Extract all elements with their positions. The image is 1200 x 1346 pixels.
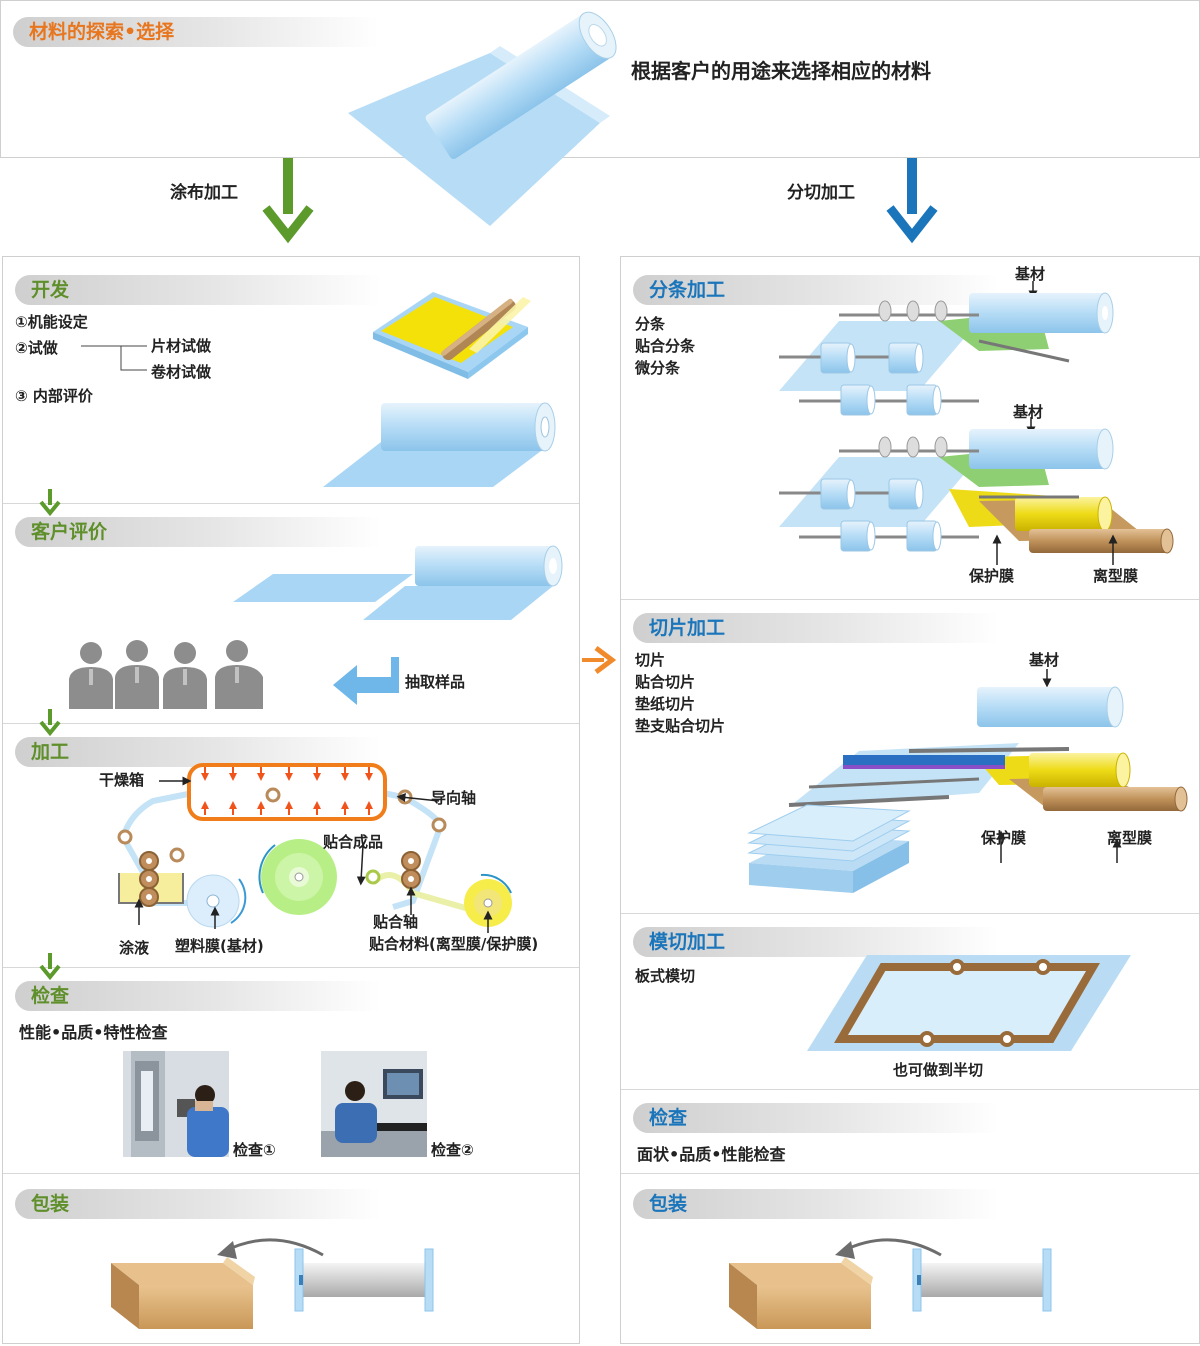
dev-item-function-setting: ①机能设定 (15, 313, 88, 331)
slitting-machine-illustration-1 (779, 281, 1114, 416)
sample-extraction-label: 抽取样品 (405, 673, 466, 691)
coating-liquid-label: 涂液 (119, 939, 150, 957)
slitting-items: 分条 贴合分条 微分条 (635, 313, 695, 379)
small-green-arrow-icon (39, 953, 61, 981)
sheet-item: 垫支贴合切片 (635, 717, 726, 735)
inspection-header: 检查 (15, 981, 381, 1011)
slitting-item: 微分条 (635, 359, 681, 377)
processing-header: 加工 (15, 737, 381, 767)
slitting-panel: 分条加工 分条 贴合分条 微分条 基材 基材 (620, 256, 1200, 1344)
sheet-section-divider (621, 599, 1199, 600)
sample-extraction-arrow-icon (333, 657, 399, 705)
sheet-release-film-label: 离型膜 (1107, 829, 1153, 847)
right-inspection-header: 检查 (633, 1103, 999, 1133)
customer-section-divider (3, 503, 579, 504)
half-cut-note: 也可做到半切 (893, 1061, 984, 1079)
diecut-section-divider (621, 913, 1199, 914)
right-packing-divider (621, 1173, 1199, 1174)
laminating-material-label: 贴合材料(离型膜/保护膜) (369, 935, 539, 953)
sheet-cutting-items: 切片 贴合切片 垫纸切片 垫支贴合切片 (635, 649, 725, 737)
die-cutting-header: 模切加工 (633, 927, 999, 957)
roll-trial-illustration (323, 402, 556, 487)
guide-roll-label: 导向轴 (431, 789, 477, 807)
slitting-item: 贴合分条 (635, 337, 696, 355)
sample-roll-illustration (233, 545, 563, 620)
trial-bracket (81, 345, 147, 371)
inspection-photo-2 (321, 1051, 427, 1157)
slitting-process-label: 分切加工 (787, 183, 855, 203)
dryer-label: 干燥箱 (99, 771, 145, 789)
inspection-description: 性能•品质•特性检查 (19, 1023, 168, 1042)
packing-header: 包装 (15, 1189, 381, 1219)
inspection-photo-1 (123, 1051, 229, 1157)
blue-down-arrow-icon (886, 158, 938, 244)
release-film-label: 离型膜 (1093, 567, 1139, 585)
inspection-photo-1-label: 检查① (233, 1141, 276, 1159)
dev-item-trial: ②试做 (15, 339, 58, 357)
slitting-item: 分条 (635, 315, 666, 333)
sheet-item: 贴合切片 (635, 673, 696, 691)
material-selection-description: 根据客户的用途来选择相应的材料 (631, 59, 931, 83)
sheet-base-label: 基材 (1029, 651, 1060, 669)
sheet-item: 垫纸切片 (635, 695, 696, 713)
base-material-label-2: 基材 (1013, 403, 1044, 421)
material-selection-header: 材料的探索•选择 (13, 17, 379, 47)
development-header: 开发 (15, 275, 381, 305)
sheet-cutting-illustration (747, 669, 1188, 893)
die-cutting-item: 板式模切 (635, 967, 696, 985)
right-packing-illustration (729, 1238, 1052, 1329)
slitting-machine-illustration-2 (779, 417, 1174, 554)
sheet-protective-film-label: 保护膜 (981, 829, 1027, 847)
right-inspection-description: 面状•品质•性能检查 (637, 1145, 786, 1164)
plastic-film-label: 塑料膜(基材) (175, 937, 264, 955)
right-inspection-divider (621, 1089, 1199, 1090)
process-section-divider (3, 723, 579, 724)
coating-process-label: 涂布加工 (170, 183, 238, 203)
small-green-arrow-icon (39, 489, 61, 517)
packing-illustration (111, 1238, 434, 1329)
green-down-arrow-icon (262, 158, 314, 244)
dev-item-internal-evaluation: ③ 内部评价 (15, 387, 93, 405)
right-packing-header: 包装 (633, 1189, 999, 1219)
packing-section-divider (3, 1173, 579, 1174)
material-roll-illustration (348, 11, 617, 226)
customers-group-icon (69, 640, 263, 709)
coating-line-diagram (117, 763, 512, 933)
slit-pointers (992, 534, 1118, 565)
die-cutting-illustration (807, 955, 1131, 1051)
inspection-photo-2-label: 检查② (431, 1141, 474, 1159)
sheet-cutting-header: 切片加工 (633, 613, 999, 643)
sheet-trial-illustration (373, 292, 531, 379)
laminated-product-label: 贴合成品 (323, 833, 384, 851)
orange-right-arrow-icon (582, 646, 617, 674)
dev-item-sheet-trial: 片材试做 (151, 337, 212, 355)
protective-film-label: 保护膜 (969, 567, 1015, 585)
base-material-label-1: 基材 (1015, 265, 1046, 283)
slitting-header: 分条加工 (633, 275, 999, 305)
customer-evaluation-header: 客户评价 (15, 517, 381, 547)
coating-panel: 开发 ①机能设定 ②试做 片材试做 卷材试做 ③ 内部评价 客户评价 (2, 256, 580, 1344)
sheet-item: 切片 (635, 651, 666, 669)
small-green-arrow-icon (39, 709, 61, 737)
laminating-roll-label: 贴合轴 (373, 913, 419, 931)
dev-item-roll-trial: 卷材试做 (151, 363, 212, 381)
inspection-section-divider (3, 967, 579, 968)
